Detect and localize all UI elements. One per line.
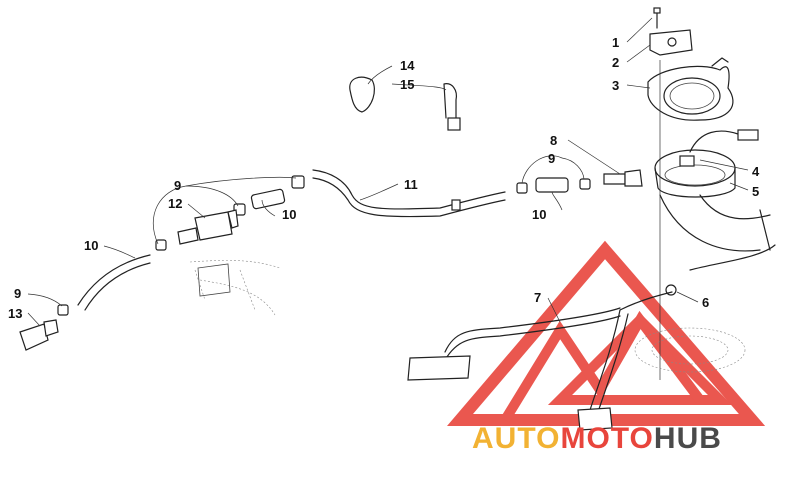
- callout-9-left: 9: [14, 286, 21, 301]
- callout-9-right: 9: [548, 151, 555, 166]
- callout-13: 13: [8, 306, 22, 321]
- callout-10-left: 10: [84, 238, 98, 253]
- callout-2: 2: [612, 55, 619, 70]
- svg-text:AUTOMOTOHUB: AUTOMOTOHUB: [472, 422, 722, 455]
- callout-labels: 1 2 3 4 5 6 7 8 9 9 9 10 10 10 11 12 13 …: [8, 35, 760, 321]
- callout-14: 14: [400, 58, 415, 73]
- clip-parts: [349, 76, 461, 131]
- watermark-wordmark: AUTOMOTOHUB: [472, 422, 722, 455]
- callout-6: 6: [702, 295, 709, 310]
- watermark-hub: HUB: [654, 422, 722, 455]
- callout-9-mid: 9: [174, 178, 181, 193]
- callout-10-mid: 10: [282, 207, 296, 222]
- watermark-triangle-inner: [547, 312, 733, 405]
- vent-hose-assembly: [407, 291, 673, 431]
- fuel-pump-assembly: [634, 7, 776, 380]
- callout-7: 7: [534, 290, 541, 305]
- callout-12: 12: [168, 196, 182, 211]
- callout-8: 8: [550, 133, 557, 148]
- watermark-auto: AUTO: [472, 422, 560, 455]
- callout-11: 11: [404, 177, 418, 192]
- callout-3: 3: [612, 78, 619, 93]
- watermark-moto: MOTO: [560, 422, 653, 455]
- callout-4: 4: [752, 164, 760, 179]
- leader-lines: [27, 17, 749, 327]
- callout-15: 15: [400, 77, 414, 92]
- callout-1: 1: [612, 35, 619, 50]
- callout-10-right: 10: [532, 207, 546, 222]
- callout-5: 5: [752, 184, 759, 199]
